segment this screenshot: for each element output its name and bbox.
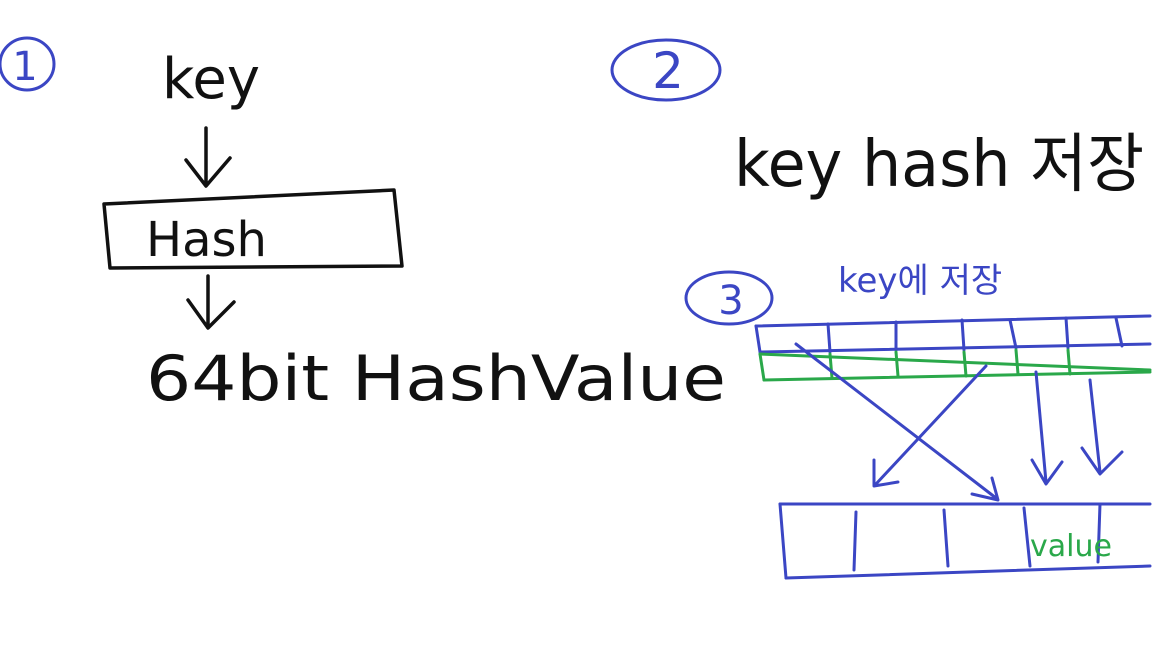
arrow-key-to-hash xyxy=(184,126,232,188)
step2-text: key hash 저장 xyxy=(734,128,1144,202)
hash-box-label: Hash xyxy=(146,212,267,268)
step2-number: 2 xyxy=(652,42,684,100)
step3-caption: key에 저장 xyxy=(838,261,1002,301)
step2-number-circle xyxy=(610,38,722,102)
value-array xyxy=(778,502,1152,580)
step1-input-label: key xyxy=(162,47,260,112)
hash-table xyxy=(754,314,1152,354)
hash-table-green-row xyxy=(758,348,1152,382)
step1-output-label: 64bit HashValue xyxy=(146,342,726,415)
step1-number: 1 xyxy=(12,44,37,90)
value-label: value xyxy=(1030,529,1112,564)
mapping-arrows xyxy=(794,342,1124,502)
step3-number-circle xyxy=(684,270,774,326)
hash-box xyxy=(102,188,404,270)
step1-number-circle xyxy=(0,36,56,92)
step3-number: 3 xyxy=(718,278,743,324)
arrow-hash-to-value xyxy=(186,274,236,330)
